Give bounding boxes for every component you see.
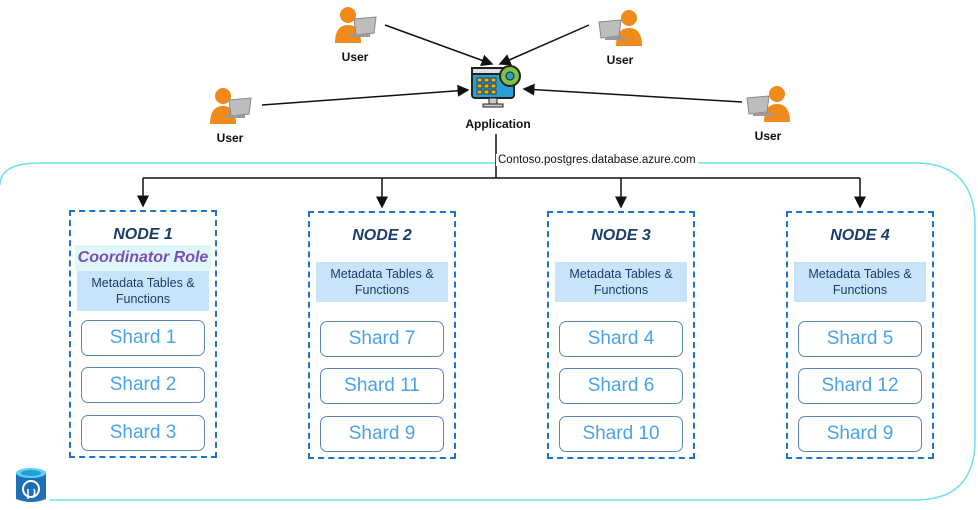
user-laptop-icon bbox=[598, 10, 642, 46]
shard: Shard 4 bbox=[559, 321, 683, 357]
shard: Shard 2 bbox=[81, 367, 205, 403]
shard: Shard 6 bbox=[559, 368, 683, 404]
application-label: Application bbox=[465, 117, 531, 131]
shard: Shard 12 bbox=[798, 368, 922, 404]
metadata-line-2: Functions bbox=[832, 283, 888, 297]
metadata-box: Metadata Tables & Functions bbox=[794, 262, 926, 302]
shard: Shard 7 bbox=[320, 321, 444, 357]
cluster-boundary bbox=[0, 162, 976, 501]
node-1: NODE 1 Coordinator Role Metadata Tables … bbox=[69, 210, 217, 458]
endpoint-label: Contoso.postgres.database.azure.com bbox=[496, 154, 698, 166]
metadata-box: Metadata Tables & Functions bbox=[555, 262, 687, 302]
arrow-user-top-right bbox=[498, 24, 590, 66]
shard: Shard 11 bbox=[320, 368, 444, 404]
user-label: User bbox=[754, 129, 782, 143]
shard: Shard 3 bbox=[81, 415, 205, 451]
metadata-line-1: Metadata Tables & bbox=[330, 267, 434, 281]
arrow-user-top-left bbox=[384, 24, 494, 67]
node-title: NODE 3 bbox=[591, 227, 651, 244]
user-top-left: User bbox=[325, 5, 385, 64]
node-title: NODE 2 bbox=[352, 227, 412, 244]
arrow-user-right bbox=[522, 83, 743, 103]
azure-postgresql-icon bbox=[14, 467, 48, 505]
user-label: User bbox=[341, 50, 369, 64]
node-2: NODE 2 Metadata Tables & Functions Shard … bbox=[308, 211, 456, 459]
user-top-right: User bbox=[590, 8, 650, 67]
user-left: User bbox=[200, 86, 260, 145]
shard: Shard 9 bbox=[798, 416, 922, 452]
coordinator-role-label: Coordinator Role bbox=[75, 245, 211, 271]
arrow-user-left bbox=[261, 84, 470, 106]
metadata-line-1: Metadata Tables & bbox=[91, 276, 195, 290]
user-right: User bbox=[738, 84, 798, 143]
user-laptop-icon bbox=[746, 86, 790, 122]
metadata-line-2: Functions bbox=[354, 283, 410, 297]
node-4: NODE 4 Metadata Tables & Functions Shard … bbox=[786, 211, 934, 459]
node-title: NODE 1 bbox=[113, 226, 173, 243]
shard: Shard 5 bbox=[798, 321, 922, 357]
user-label: User bbox=[216, 131, 244, 145]
metadata-line-1: Metadata Tables & bbox=[569, 267, 673, 281]
shard: Shard 10 bbox=[559, 416, 683, 452]
metadata-line-2: Functions bbox=[593, 283, 649, 297]
metadata-line-1: Metadata Tables & bbox=[808, 267, 912, 281]
node-title: NODE 4 bbox=[830, 227, 890, 244]
shard: Shard 1 bbox=[81, 320, 205, 356]
user-laptop-icon bbox=[335, 7, 377, 43]
node-3: NODE 3 Metadata Tables & Functions Shard … bbox=[547, 211, 695, 459]
user-laptop-icon bbox=[210, 88, 252, 124]
application-icon bbox=[470, 64, 522, 110]
shard: Shard 9 bbox=[320, 416, 444, 452]
metadata-box: Metadata Tables & Functions bbox=[77, 271, 209, 311]
metadata-box: Metadata Tables & Functions bbox=[316, 262, 448, 302]
metadata-line-2: Functions bbox=[115, 292, 171, 306]
user-label: User bbox=[606, 53, 634, 67]
